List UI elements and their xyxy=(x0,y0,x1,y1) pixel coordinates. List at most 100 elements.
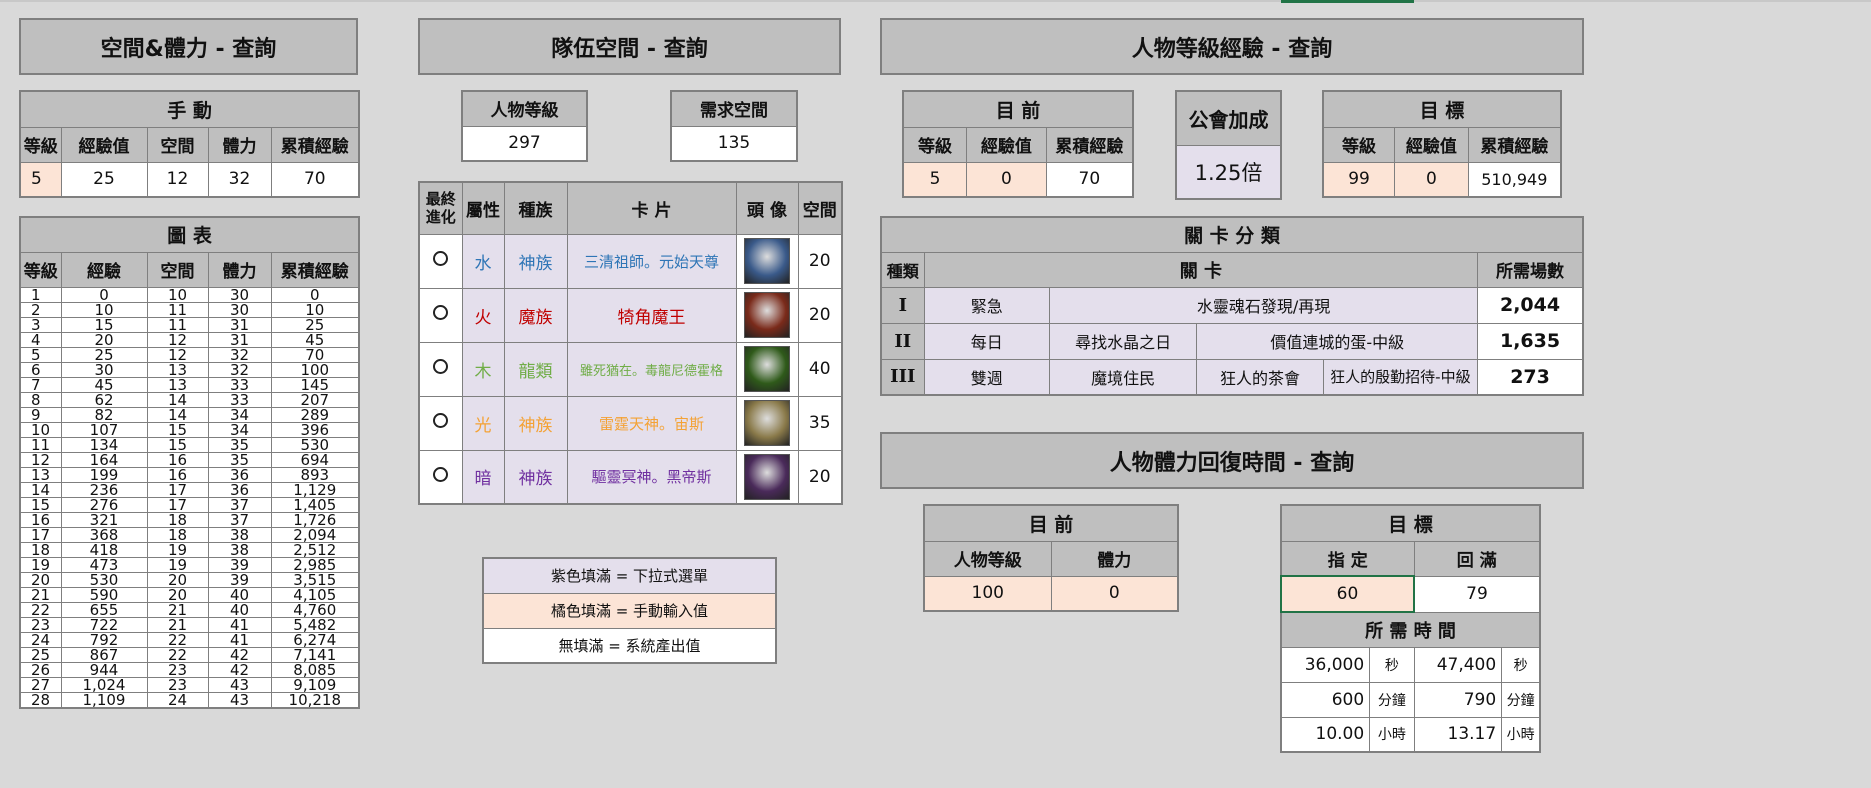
chart-space: 17 xyxy=(146,496,209,513)
target-exp-input[interactable]: 0 xyxy=(1394,161,1469,198)
card-portrait-cell xyxy=(735,395,799,451)
time-unit: 分鐘 xyxy=(1369,681,1415,718)
chart-exp: 199 xyxy=(60,466,148,483)
stamina-current-header: 人物等級 xyxy=(923,540,1052,577)
race-select[interactable]: 神族 xyxy=(503,395,568,451)
chart-total-exp: 70 xyxy=(270,346,360,363)
attribute-select[interactable]: 火 xyxy=(461,287,505,343)
stamina-current-title: 目 前 xyxy=(923,504,1179,542)
chart-level: 20 xyxy=(19,571,62,588)
chart-stamina: 36 xyxy=(207,481,272,498)
active-sheet-indicator xyxy=(1281,0,1414,3)
race-select[interactable]: 神族 xyxy=(503,449,568,505)
chart-exp: 62 xyxy=(60,391,148,408)
attribute-select[interactable]: 暗 xyxy=(461,449,505,505)
stage-select[interactable]: 魔境住民 xyxy=(1048,358,1198,396)
current-exp-table: 目 前 等級 經驗值 累積經驗 5 0 70 xyxy=(902,90,1134,198)
card-portrait xyxy=(744,346,790,392)
stage-roman: II xyxy=(880,322,925,360)
attribute-select[interactable]: 水 xyxy=(461,233,505,289)
stamina-level-input[interactable]: 100 xyxy=(923,575,1052,612)
chart-total-exp: 694 xyxy=(270,451,360,468)
chart-space: 13 xyxy=(146,376,209,393)
chart-stamina: 33 xyxy=(207,376,272,393)
team-level-box: 人物等級 297 xyxy=(461,90,588,162)
stage-type-select[interactable]: 每日 xyxy=(923,322,1050,360)
card-space: 20 xyxy=(797,233,843,289)
team-header: 種族 xyxy=(503,181,568,235)
manual-stamina: 32 xyxy=(207,161,272,198)
card-select[interactable]: 三清祖師。元始天尊 xyxy=(566,233,737,289)
team-space-label: 需求空間 xyxy=(670,90,798,127)
team-header: 空間 xyxy=(797,181,843,235)
final-evo-toggle[interactable] xyxy=(418,341,463,397)
chart-exp: 25 xyxy=(60,346,148,363)
team-level-label: 人物等級 xyxy=(461,90,588,127)
stage-select[interactable]: 價值連城的蛋-中級 xyxy=(1196,322,1479,360)
legend-orange: 橘色填滿 = 手動輸入值 xyxy=(482,592,777,629)
race-select[interactable]: 神族 xyxy=(503,233,568,289)
stage-header-stage: 關 卡 xyxy=(923,251,1479,288)
chart-total-exp: 4,105 xyxy=(270,586,360,603)
chart-level: 14 xyxy=(19,481,62,498)
manual-level-input[interactable]: 5 xyxy=(19,161,62,198)
stage-type-select[interactable]: 緊急 xyxy=(923,286,1050,324)
chart-stamina: 42 xyxy=(207,661,272,678)
title-stamina-recover: 人物體力回復時間 - 查詢 xyxy=(880,432,1584,489)
race-select[interactable]: 龍類 xyxy=(503,341,568,397)
current-level-input[interactable]: 5 xyxy=(902,161,968,198)
final-evo-toggle[interactable] xyxy=(418,233,463,289)
stage-select[interactable]: 狂人的殷勤招待-中級 xyxy=(1322,358,1479,396)
race-select[interactable]: 魔族 xyxy=(503,287,568,343)
chart-exp: 10 xyxy=(60,301,148,318)
card-select[interactable]: 雖死猶在。毒龍尼德霍格 xyxy=(566,341,737,397)
manual-total-exp: 70 xyxy=(270,161,360,198)
time-unit: 秒 xyxy=(1369,646,1415,683)
chart-space: 24 xyxy=(146,691,209,708)
current-title: 目 前 xyxy=(902,90,1134,128)
chart-level: 28 xyxy=(19,691,62,708)
final-evo-toggle[interactable] xyxy=(418,287,463,343)
attribute-select[interactable]: 光 xyxy=(461,395,505,451)
manual-table: 手 動 等級 經驗值 空間 體力 累積經驗 5 25 12 32 70 xyxy=(19,90,361,198)
chart-space: 23 xyxy=(146,676,209,693)
stage-roman: I xyxy=(880,286,925,324)
stage-select[interactable]: 尋找水晶之日 xyxy=(1048,322,1198,360)
chart-exp: 655 xyxy=(60,601,148,618)
chart-total-exp: 396 xyxy=(270,421,360,438)
card-select[interactable]: 犄角魔王 xyxy=(566,287,737,343)
card-select[interactable]: 雷霆天神。宙斯 xyxy=(566,395,737,451)
current-exp-input[interactable]: 0 xyxy=(966,161,1047,198)
chart-exp: 164 xyxy=(60,451,148,468)
target-level-input[interactable]: 99 xyxy=(1322,161,1396,198)
guild-bonus-select[interactable]: 1.25倍 xyxy=(1175,144,1282,200)
card-select[interactable]: 驅靈冥神。黑帝斯 xyxy=(566,449,737,505)
chart-space: 22 xyxy=(146,646,209,663)
chart-stamina: 32 xyxy=(207,361,272,378)
stage-type-select[interactable]: 雙週 xyxy=(923,358,1050,396)
stage-select[interactable]: 狂人的茶會 xyxy=(1196,358,1324,396)
chart-exp: 590 xyxy=(60,586,148,603)
final-evo-toggle[interactable] xyxy=(418,449,463,505)
chart-exp: 236 xyxy=(60,481,148,498)
team-header: 頭 像 xyxy=(735,181,799,235)
chart-level: 26 xyxy=(19,661,62,678)
stage-count: 2,044 xyxy=(1477,286,1584,324)
stage-select[interactable]: 水靈魂石發現/再現 xyxy=(1048,286,1479,324)
chart-level: 6 xyxy=(19,361,62,378)
chart-space: 14 xyxy=(146,391,209,408)
stamina-target-input[interactable]: 60 xyxy=(1280,575,1415,613)
chart-total-exp: 5,482 xyxy=(270,616,360,633)
final-evo-toggle[interactable] xyxy=(418,395,463,451)
chart-stamina: 30 xyxy=(207,286,272,303)
stamina-value-input[interactable]: 0 xyxy=(1050,575,1179,612)
attribute-select[interactable]: 木 xyxy=(461,341,505,397)
title-space-stamina: 空間&體力 - 查詢 xyxy=(19,18,358,75)
